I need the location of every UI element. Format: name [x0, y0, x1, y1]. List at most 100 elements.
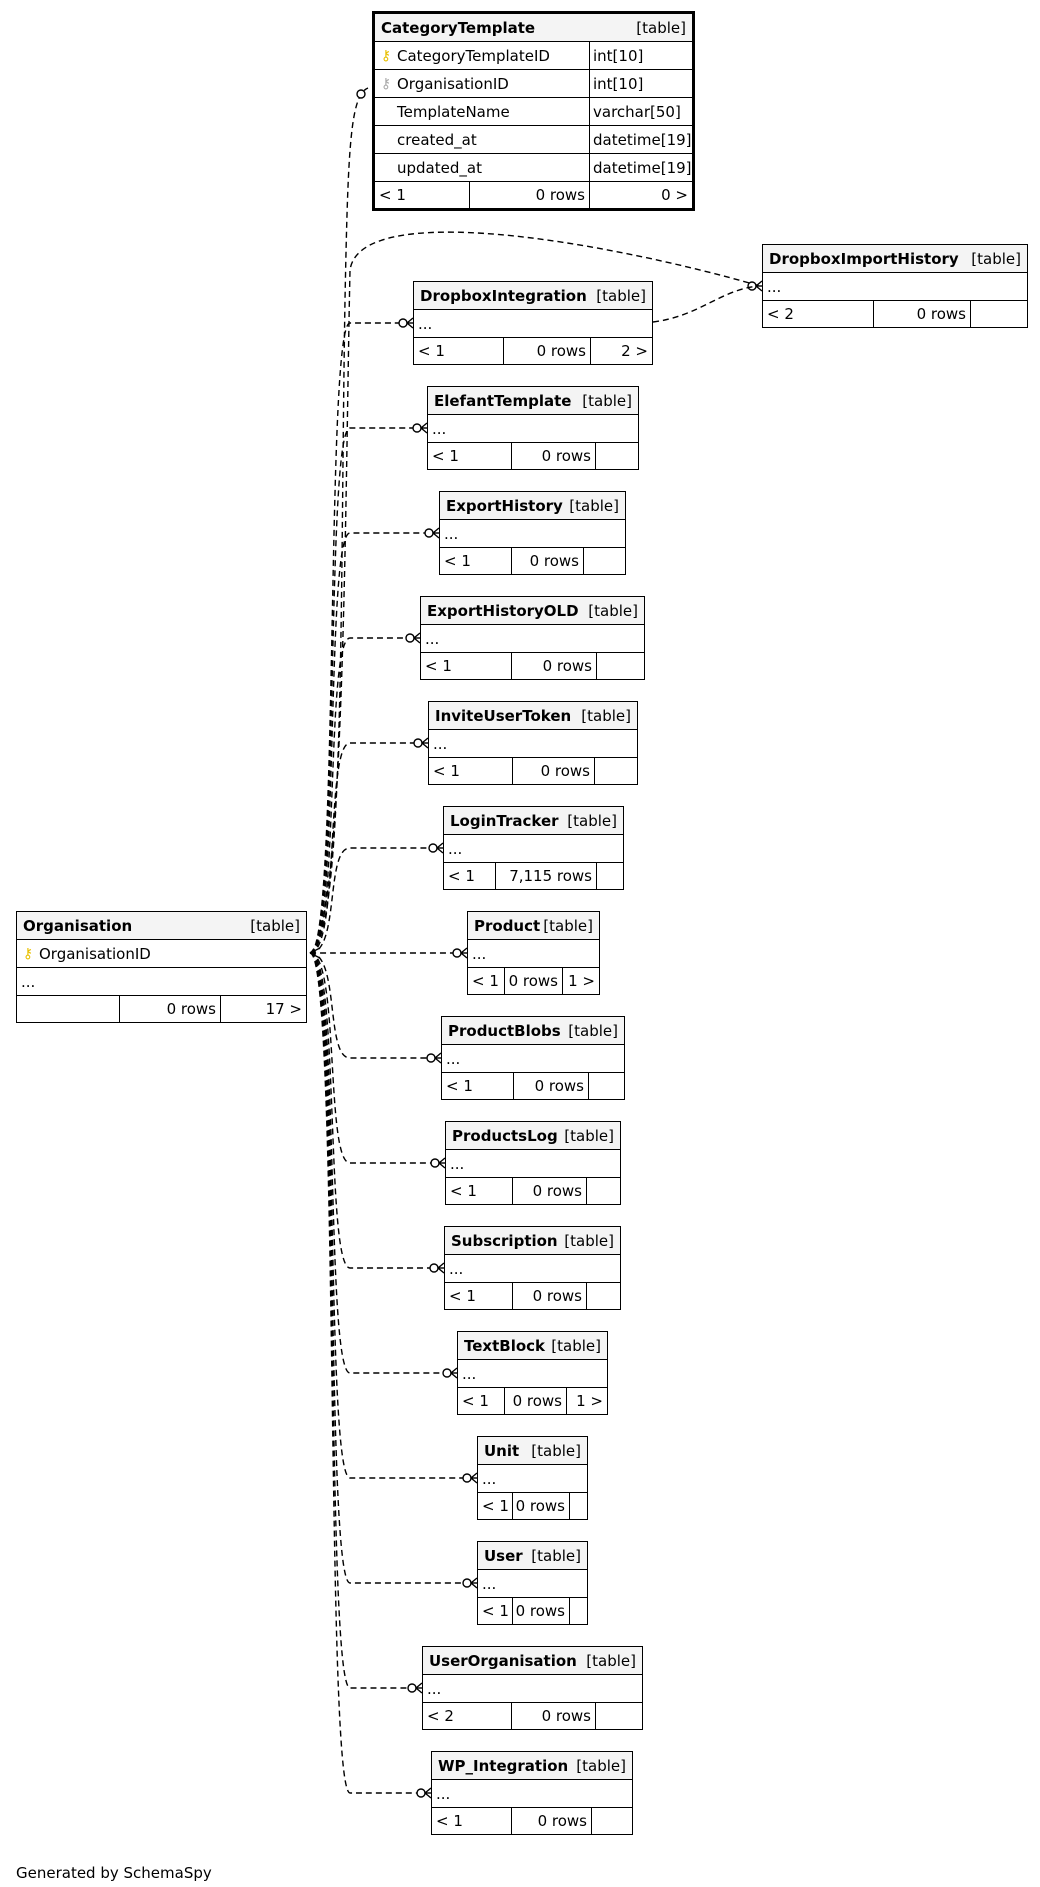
more-columns: ... — [414, 310, 652, 338]
crowfoot-end-icon — [428, 842, 444, 854]
table-type-tag: [table] — [636, 18, 686, 37]
children-link[interactable] — [587, 1178, 620, 1204]
ellipsis: ... — [450, 1154, 465, 1173]
ellipsis: ... — [21, 972, 36, 991]
generated-by-label: Generated by SchemaSpy — [16, 1864, 212, 1882]
children-link[interactable] — [597, 863, 623, 889]
parents-link[interactable]: < 1 — [421, 653, 512, 679]
children-link[interactable] — [584, 548, 625, 574]
column-row: ⚷OrganisationID — [17, 940, 306, 968]
crowfoot-end-icon — [416, 1787, 432, 1799]
row-count: 0 rows — [505, 1388, 567, 1414]
parents-link[interactable] — [17, 996, 120, 1022]
children-link[interactable]: 1 > — [576, 1392, 603, 1410]
parents-link[interactable]: < 1 — [432, 1808, 512, 1834]
table-dropboximporthistory[interactable]: DropboxImportHistory [table] ... < 2 0 r… — [762, 244, 1028, 328]
children-link[interactable]: 0 > — [661, 186, 688, 204]
column-type: datetime[19] — [593, 158, 692, 177]
parents-link[interactable]: < 1 — [478, 1598, 513, 1624]
table-name: LoginTracker — [450, 811, 559, 830]
parents-link[interactable]: < 1 — [478, 1493, 513, 1519]
table-name: UserOrganisation — [429, 1651, 577, 1670]
crowfoot-end-icon — [426, 1052, 442, 1064]
more-columns: ... — [429, 730, 637, 758]
table-type-tag: [table] — [581, 706, 631, 725]
parents-link[interactable]: < 2 — [423, 1703, 512, 1729]
more-columns: ... — [423, 1675, 642, 1703]
row-count: 0 rows — [504, 338, 591, 364]
parents-link[interactable]: < 1 — [444, 863, 496, 889]
parents-link[interactable]: < 1 — [446, 1178, 513, 1204]
crowfoot-end-icon — [424, 527, 440, 539]
children-link[interactable] — [597, 653, 644, 679]
more-columns: ... — [428, 415, 638, 443]
ellipsis: ... — [448, 839, 463, 858]
table-name: CategoryTemplate — [381, 18, 536, 37]
children-link[interactable] — [570, 1493, 587, 1519]
parents-link[interactable]: < 1 — [440, 548, 512, 574]
table-organisation[interactable]: Organisation [table] ⚷OrganisationID ...… — [16, 911, 307, 1023]
parents-link[interactable]: < 1 — [445, 1283, 513, 1309]
relationship-line — [309, 87, 369, 954]
children-link[interactable] — [592, 1808, 632, 1834]
more-columns: ... — [17, 968, 306, 996]
crowfoot-end-icon — [462, 1577, 478, 1589]
row-count: 0 rows — [874, 301, 971, 327]
children-link[interactable]: 1 > — [568, 972, 595, 990]
table-categorytemplate[interactable]: CategoryTemplate [table] ⚷CategoryTempla… — [372, 11, 695, 211]
children-link[interactable] — [596, 1703, 642, 1729]
table-footer: < 2 0 rows — [763, 301, 1027, 327]
crowfoot-end-icon — [429, 1262, 445, 1274]
children-link[interactable] — [596, 443, 638, 469]
crowfoot-end-icon — [747, 280, 763, 292]
primary-key-icon: ⚷ — [380, 47, 392, 64]
table-name: ExportHistoryOLD — [427, 601, 579, 620]
parents-link[interactable]: < 1 — [428, 443, 512, 469]
children-link[interactable] — [971, 301, 1027, 327]
more-columns: ... — [444, 835, 623, 863]
table-header: ProductBlobs[table] — [442, 1017, 624, 1045]
table-footer: 0 rows 17 > — [17, 996, 306, 1022]
children-link[interactable]: 2 > — [621, 342, 648, 360]
table-name: User — [484, 1546, 523, 1565]
parents-link[interactable]: < 1 — [375, 182, 470, 208]
parents-link[interactable]: < 1 — [468, 968, 505, 994]
parents-link[interactable]: < 1 — [458, 1388, 505, 1414]
table-type-tag: [table] — [543, 916, 593, 935]
table-name: ProductBlobs — [448, 1021, 561, 1040]
children-link[interactable] — [589, 1073, 624, 1099]
children-link[interactable]: 17 > — [265, 1000, 302, 1018]
table-type-tag: [table] — [531, 1546, 581, 1565]
column-type: int[10] — [593, 46, 644, 65]
children-link[interactable] — [587, 1283, 620, 1309]
parents-link[interactable]: < 1 — [429, 758, 513, 784]
children-link[interactable] — [595, 758, 637, 784]
row-count: 0 rows — [470, 182, 590, 208]
more-columns: ... — [763, 273, 1027, 301]
column-name: OrganisationID — [39, 944, 151, 963]
table-type-tag: [table] — [576, 1756, 626, 1775]
parents-link[interactable]: < 2 — [763, 301, 874, 327]
children-link[interactable] — [570, 1598, 587, 1624]
more-columns: ... — [440, 520, 625, 548]
row-count: 0 rows — [513, 1283, 587, 1309]
parents-link[interactable]: < 1 — [442, 1073, 514, 1099]
parents-link[interactable]: < 1 — [414, 338, 504, 364]
